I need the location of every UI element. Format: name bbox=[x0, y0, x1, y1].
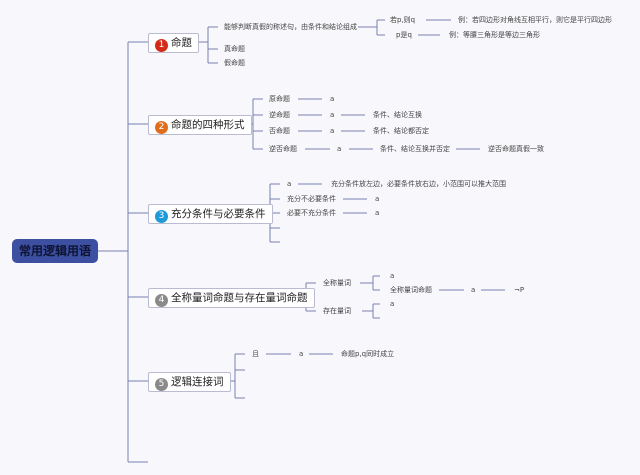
leaf-example-1[interactable]: 例：若四边形对角线互相平行，则它是平行四边形 bbox=[458, 16, 612, 24]
leaf-if-then[interactable]: 若p,则q bbox=[390, 16, 416, 24]
leaf-note[interactable]: 充分条件放左边，必要条件放右边，小范围可以推大范围 bbox=[331, 180, 506, 188]
leaf-a[interactable]: a bbox=[390, 272, 395, 280]
leaf-converse[interactable]: 逆命题 bbox=[269, 111, 290, 119]
leaf-negation[interactable]: ¬P bbox=[514, 286, 525, 294]
leaf-false-proposition[interactable]: 假命题 bbox=[224, 59, 245, 67]
topic-label: 充分条件与必要条件 bbox=[171, 208, 266, 220]
leaf-extra[interactable]: 逆否命题真假一致 bbox=[488, 145, 544, 153]
leaf-contrapositive[interactable]: 逆否命题 bbox=[269, 145, 297, 153]
leaf-value[interactable]: a bbox=[471, 286, 476, 294]
topic-label: 全称量词命题与存在量词命题 bbox=[171, 292, 308, 304]
number-badge: 2 bbox=[155, 121, 168, 134]
leaf-p-is-q[interactable]: p是q bbox=[396, 31, 412, 39]
leaf-inverse[interactable]: 否命题 bbox=[269, 127, 290, 135]
leaf-original[interactable]: 原命题 bbox=[269, 95, 290, 103]
topic-label: 逻辑连接词 bbox=[171, 376, 224, 388]
leaf-a[interactable]: a bbox=[287, 180, 292, 188]
leaf-sufficient-not-necessary[interactable]: 充分不必要条件 bbox=[287, 195, 336, 203]
number-badge: 4 bbox=[155, 294, 168, 307]
leaf-necessary-not-sufficient[interactable]: 必要不充分条件 bbox=[287, 209, 336, 217]
leaf-value[interactable]: a bbox=[375, 195, 380, 203]
leaf-note[interactable]: 条件、结论互换并否定 bbox=[380, 145, 450, 153]
leaf-value[interactable]: a bbox=[375, 209, 380, 217]
topic-label: 命题 bbox=[171, 37, 192, 49]
leaf-and[interactable]: 且 bbox=[252, 350, 259, 358]
leaf-note[interactable]: 条件、结论互换 bbox=[373, 111, 422, 119]
topic-label: 命题的四种形式 bbox=[171, 119, 245, 131]
leaf-example-2[interactable]: 例：等腰三角形是等边三角形 bbox=[449, 31, 540, 39]
leaf-existential[interactable]: 存在量词 bbox=[323, 307, 351, 315]
leaf-universal[interactable]: 全称量词 bbox=[323, 279, 351, 287]
leaf-universal-proposition[interactable]: 全称量词命题 bbox=[390, 286, 432, 294]
leaf-value[interactable]: a bbox=[299, 350, 304, 358]
leaf-true-proposition[interactable]: 真命题 bbox=[224, 45, 245, 53]
leaf-definition[interactable]: 能够判断真假的称述句，由条件和结论组成 bbox=[224, 23, 357, 31]
leaf-value[interactable]: a bbox=[330, 127, 335, 135]
leaf-value[interactable]: a bbox=[330, 111, 335, 119]
number-badge: 5 bbox=[155, 378, 168, 391]
leaf-note[interactable]: 条件、结论都否定 bbox=[373, 127, 429, 135]
number-badge: 1 bbox=[155, 39, 168, 52]
root-node[interactable]: 常用逻辑用语 bbox=[12, 239, 98, 263]
number-badge: 3 bbox=[155, 210, 168, 223]
leaf-note[interactable]: 命题p,q同时成立 bbox=[341, 350, 395, 358]
leaf-value[interactable]: a bbox=[330, 95, 335, 103]
leaf-a[interactable]: a bbox=[390, 300, 395, 308]
leaf-value[interactable]: a bbox=[337, 145, 342, 153]
